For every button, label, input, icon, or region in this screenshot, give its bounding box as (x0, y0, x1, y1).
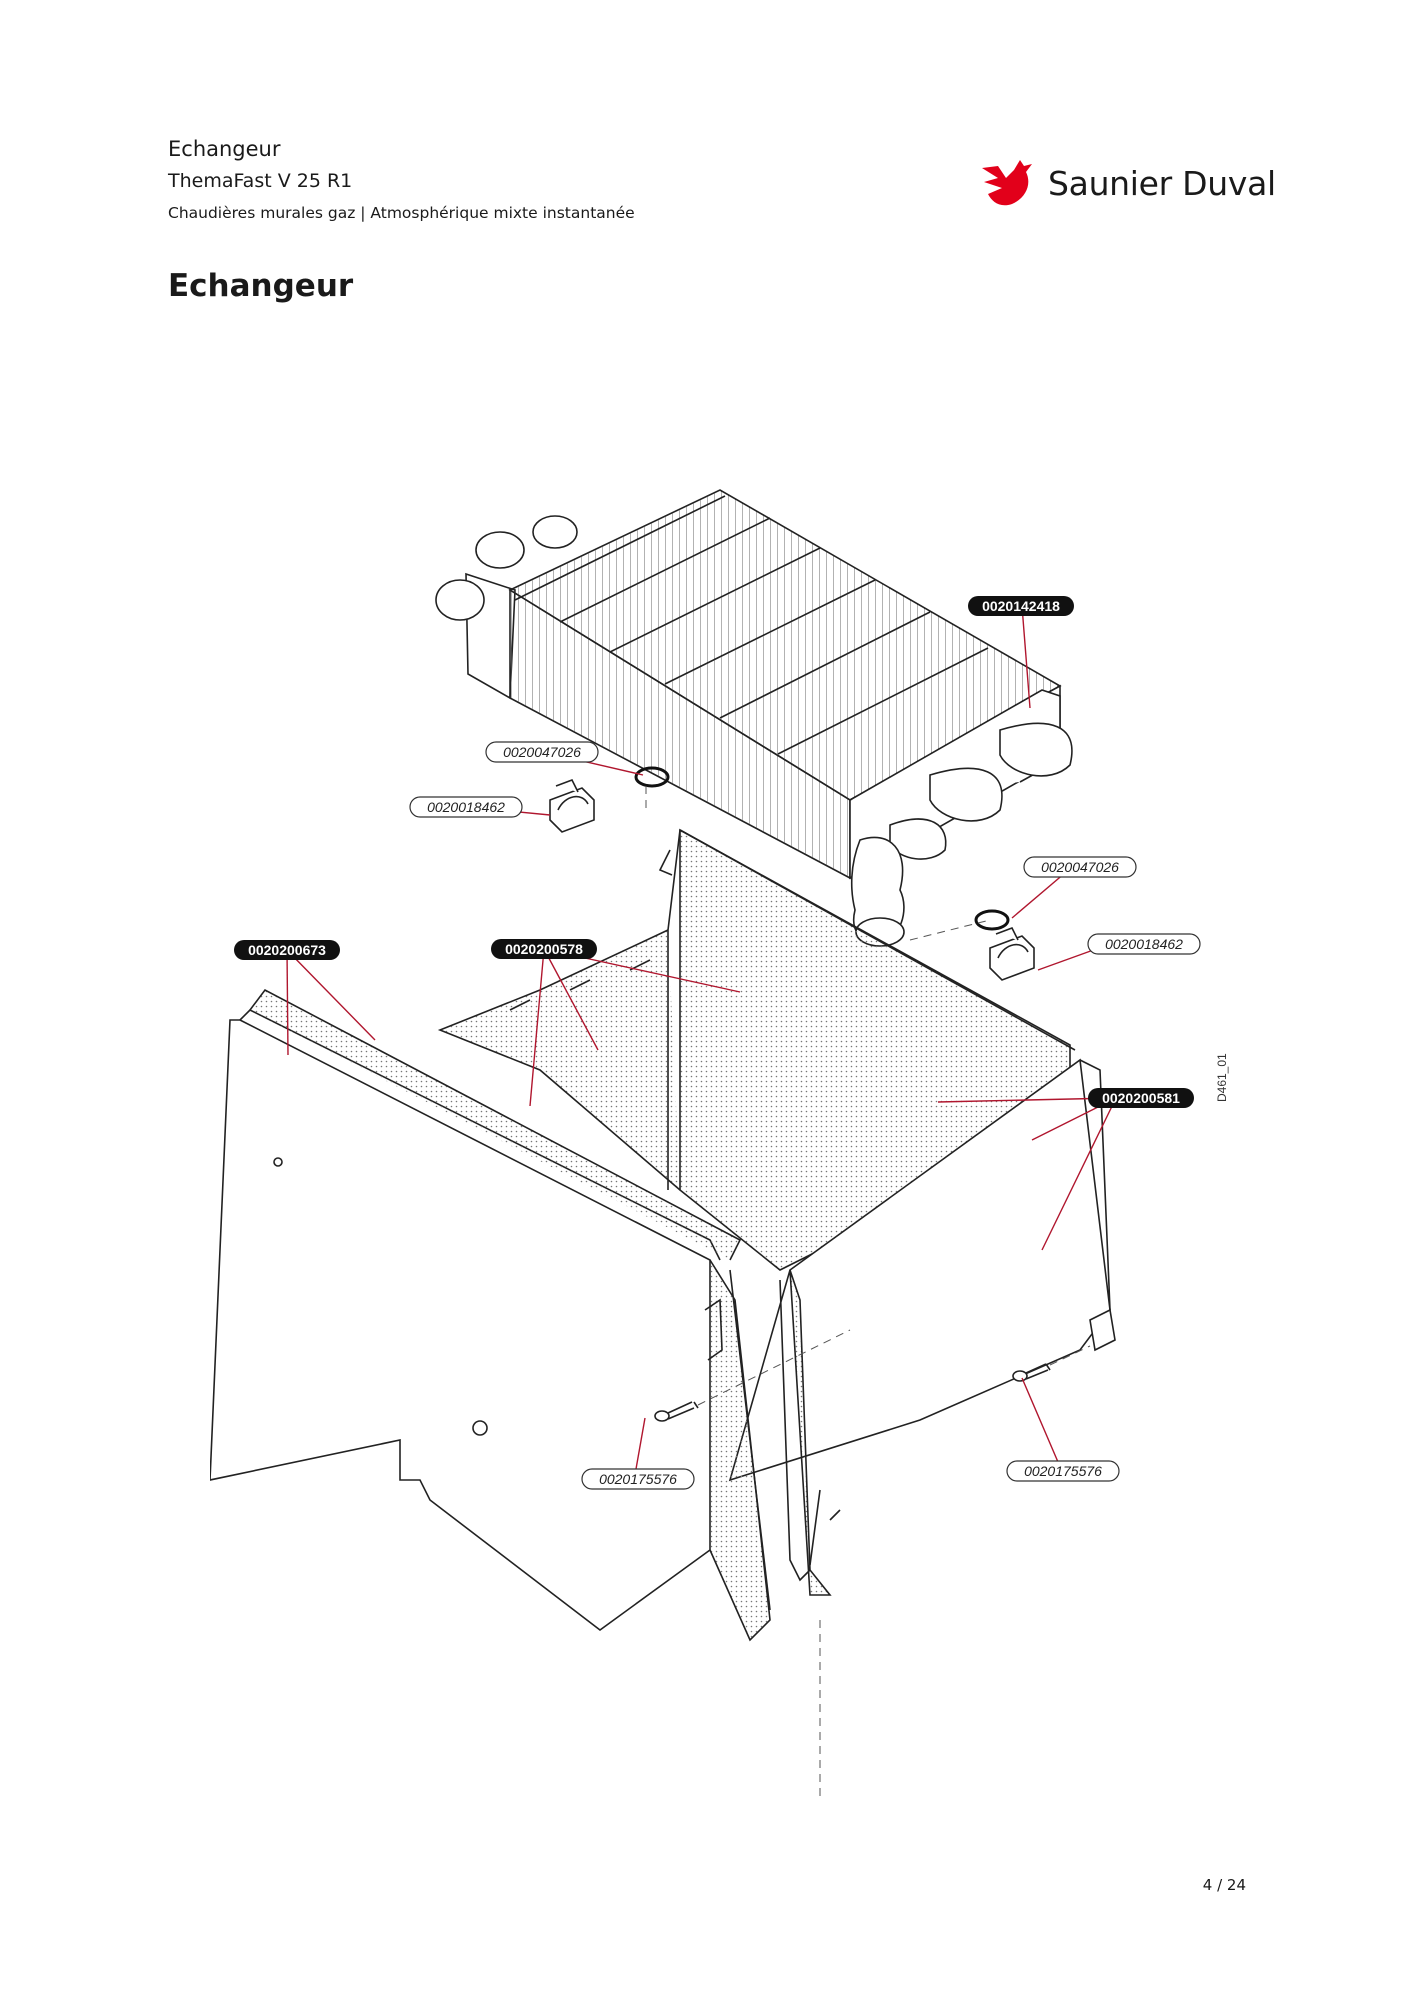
svg-text:0020175576: 0020175576 (1024, 1463, 1102, 1479)
label-o-ring-right: 0020047026 (1023, 856, 1137, 878)
label-front-left-panel: 0020200673 (234, 940, 340, 960)
brand-name: Saunier Duval (1048, 163, 1276, 203)
red-bird-logo-icon (982, 160, 1032, 206)
screw-left (654, 1401, 699, 1422)
label-clip-right: 0020018462 (1087, 933, 1201, 955)
svg-text:0020047026: 0020047026 (503, 744, 581, 760)
label-o-ring-left: 0020047026 (485, 741, 599, 763)
svg-text:0020018462: 0020018462 (427, 799, 505, 815)
exploded-parts-diagram: 0020142418 0020200673 0020200578 0020200… (210, 489, 1229, 1800)
o-ring-left (634, 766, 670, 788)
svg-text:0020142418: 0020142418 (982, 598, 1060, 614)
svg-text:0020200673: 0020200673 (248, 942, 326, 958)
label-clip-left: 0020018462 (409, 796, 523, 818)
label-right-side-panel: 0020200581 (1088, 1088, 1194, 1108)
page-title: Echangeur (168, 268, 354, 304)
header-section-name: Echangeur (168, 137, 281, 161)
label-heat-exchanger: 0020142418 (968, 596, 1074, 616)
screw-right (1012, 1363, 1051, 1382)
page-number: 4 / 24 (1202, 1876, 1246, 1894)
label-rear-panel: 0020200578 (491, 939, 597, 959)
svg-text:0020018462: 0020018462 (1105, 936, 1183, 952)
o-ring-right (974, 909, 1010, 931)
header-category: Chaudières murales gaz | Atmosphérique m… (168, 204, 635, 222)
label-screw-right: 0020175576 (1006, 1460, 1120, 1482)
drawing-code: D461_01 (1215, 1053, 1229, 1102)
svg-text:0020200581: 0020200581 (1102, 1090, 1180, 1106)
assembly-guide-lines (645, 786, 1091, 1800)
label-screw-left: 0020175576 (581, 1468, 695, 1490)
svg-text:0020200578: 0020200578 (505, 941, 583, 957)
header-product-name: ThemaFast V 25 R1 (168, 170, 353, 192)
clip-right (989, 926, 1035, 981)
brand-logo: Saunier Duval (980, 158, 1276, 208)
clip-left (549, 778, 595, 833)
document-header: Echangeur ThemaFast V 25 R1 Chaudières m… (168, 134, 635, 228)
svg-text:0020175576: 0020175576 (599, 1471, 677, 1487)
svg-text:0020047026: 0020047026 (1041, 859, 1119, 875)
